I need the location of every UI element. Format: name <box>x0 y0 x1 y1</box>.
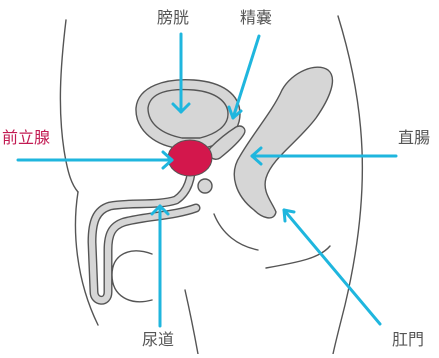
label-bladder: 膀胱 <box>157 10 189 26</box>
buttock-outline <box>266 246 330 268</box>
scrotum-outline <box>112 251 152 302</box>
label-urethra: 尿道 <box>142 332 174 348</box>
label-anus: 肛門 <box>392 332 424 348</box>
front-outline <box>60 20 78 192</box>
anus-arrow <box>284 210 380 324</box>
label-seminal-vesicle: 精嚢 <box>240 10 272 26</box>
bulbourethral-gland <box>198 179 212 193</box>
back-outline <box>333 16 362 354</box>
inner-thigh-outline <box>185 290 198 354</box>
urethra-arrow <box>152 206 168 326</box>
pelvis-curve <box>214 214 258 250</box>
prostate-arrow <box>18 152 172 168</box>
prostate <box>168 140 212 176</box>
rectum <box>234 67 332 218</box>
label-prostate: 前立腺 <box>2 130 50 146</box>
label-rectum: 直腸 <box>398 130 430 146</box>
